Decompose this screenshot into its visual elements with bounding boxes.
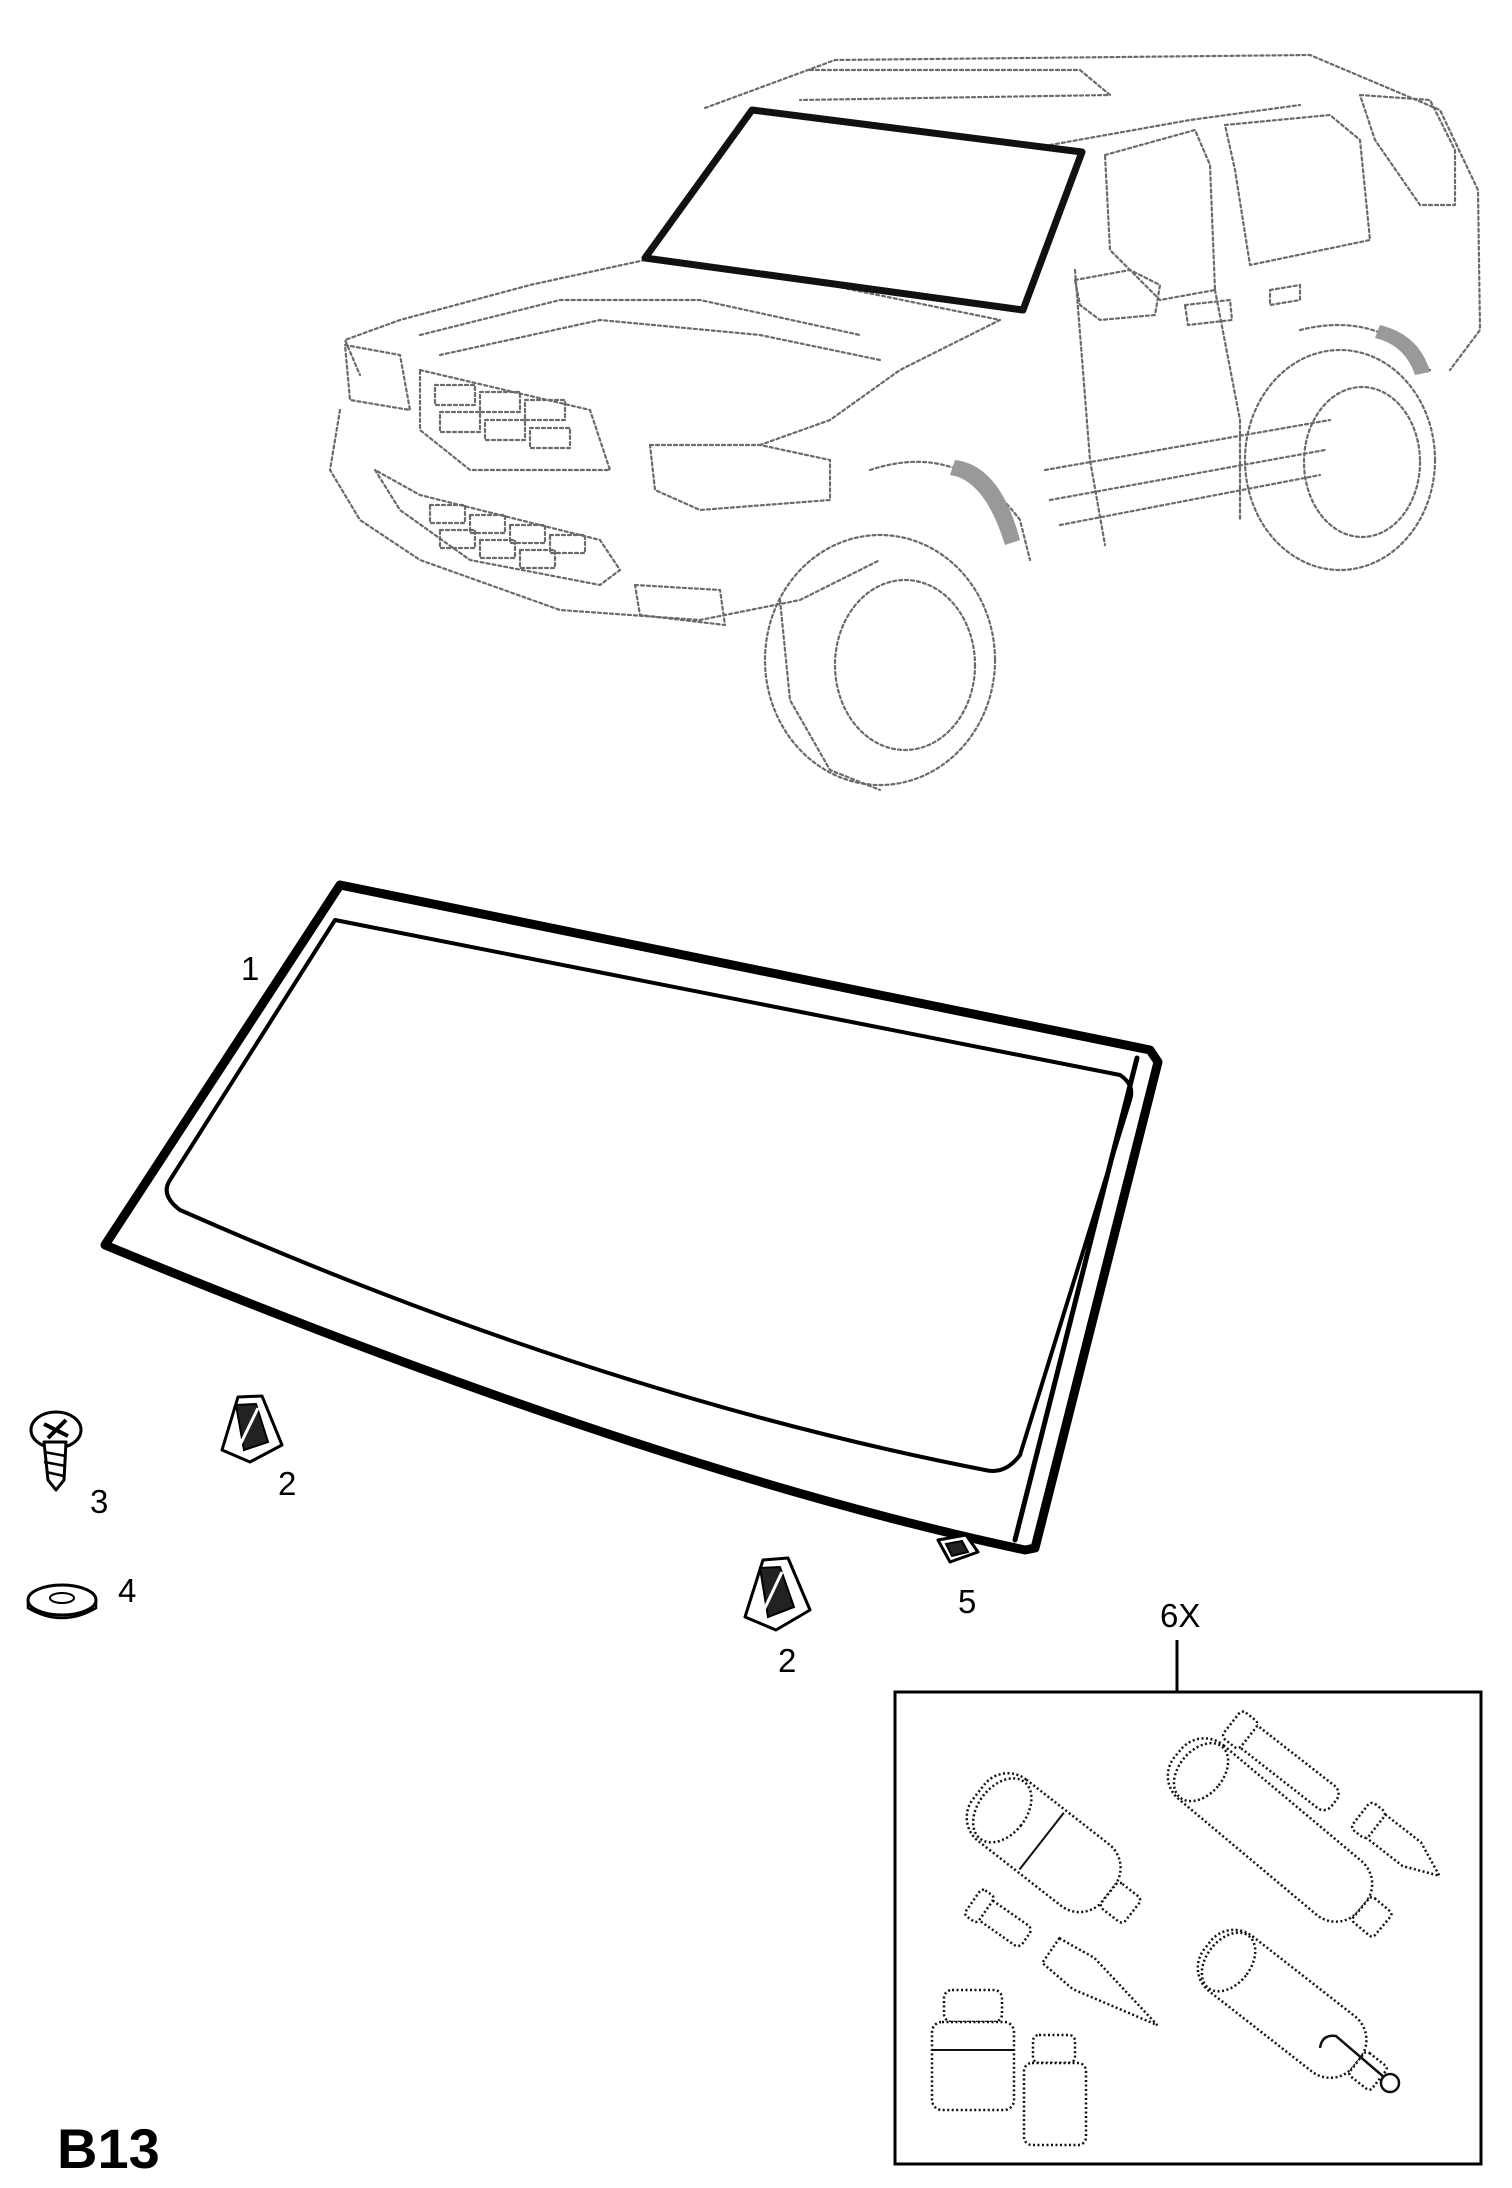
callout-windshield: 1 (241, 950, 259, 987)
callout-clip: 5 (958, 1583, 976, 1620)
vehicle-windshield-highlight (641, 106, 1086, 314)
washer (26, 1583, 98, 1620)
windshield-glass (100, 880, 1163, 1555)
callout-washer: 4 (118, 1572, 136, 1609)
adhesive-kit-contents (930, 1710, 1442, 2147)
adhesive-kit-box (893, 1690, 1483, 2166)
callout-kit: 6X (1160, 1597, 1200, 1634)
callout-screw: 3 (90, 1483, 108, 1520)
callout-wedge-left: 2 (278, 1465, 296, 1502)
sheet-label: B13 (57, 2117, 160, 2180)
screw (29, 1410, 83, 1492)
vehicle-illustration (328, 53, 1482, 792)
retaining-clip (936, 1533, 980, 1564)
wedge-spacer-right (743, 1556, 812, 1632)
callout-wedge-right: 2 (778, 1642, 796, 1679)
wedge-spacer-left (220, 1394, 284, 1464)
